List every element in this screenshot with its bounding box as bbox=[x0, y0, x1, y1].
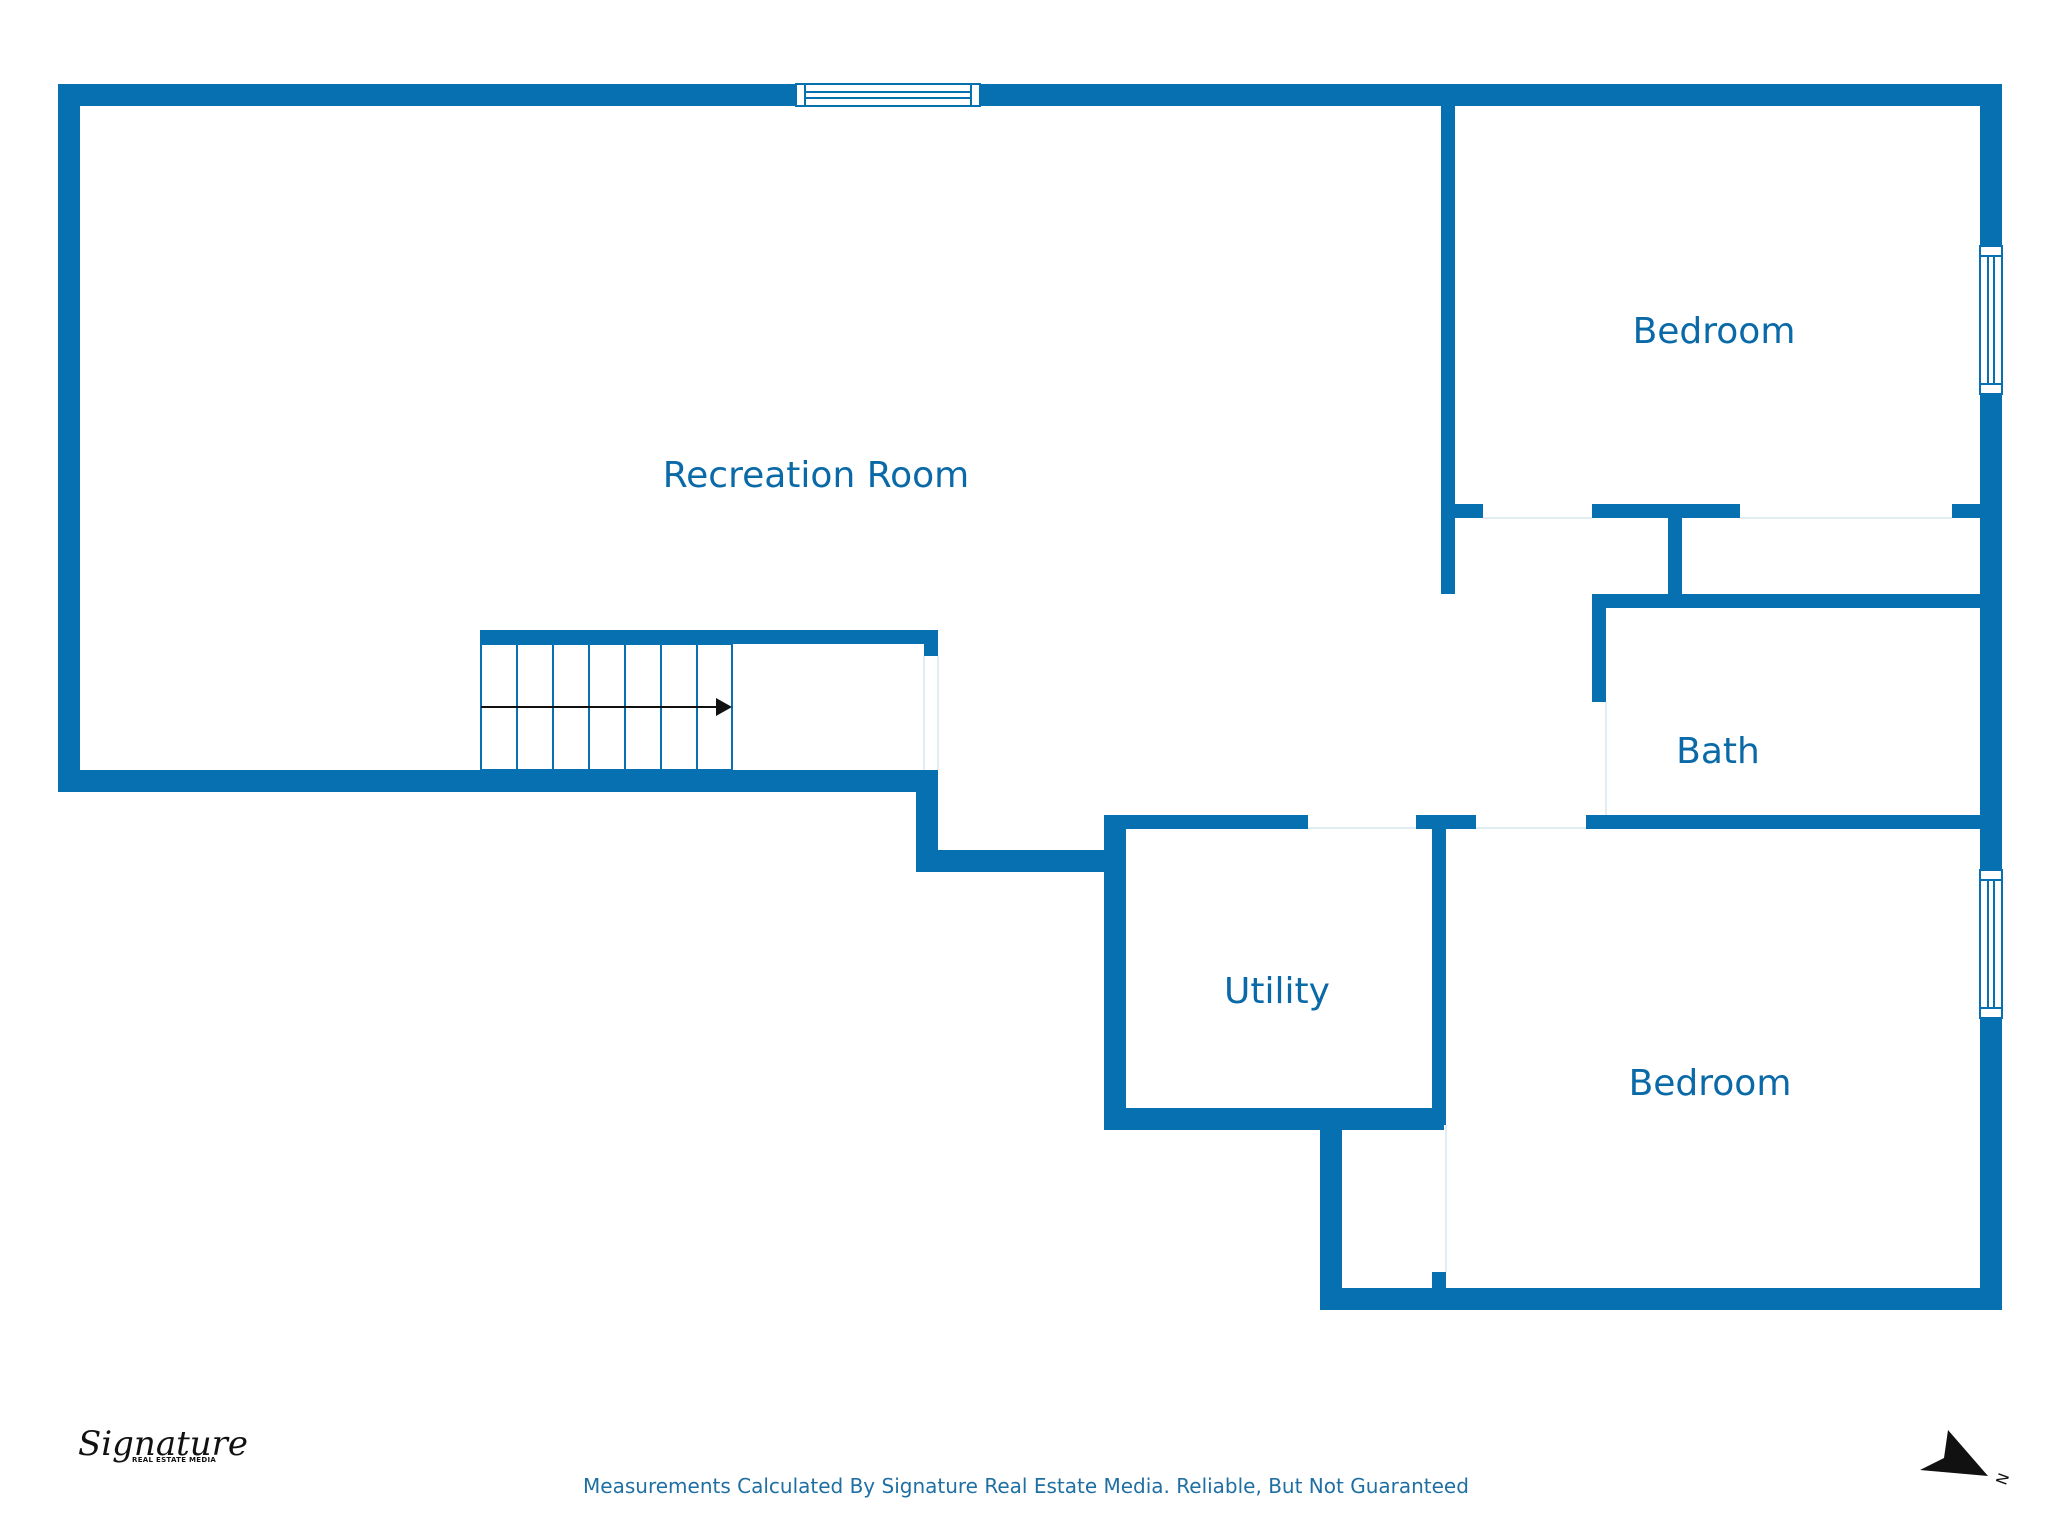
wall-utility-bottom bbox=[1104, 1108, 1444, 1130]
logo: Signature REAL ESTATE MEDIA bbox=[78, 1424, 248, 1464]
window-right-lower bbox=[1979, 869, 2003, 1019]
wall-bedroom-upper-bottom-a bbox=[1441, 504, 1483, 518]
label-bath: Bath bbox=[1676, 731, 1760, 772]
north-letter: N bbox=[1992, 1471, 2013, 1488]
wall-bedroom-upper-bottom-c bbox=[1952, 504, 2002, 518]
windows bbox=[795, 83, 2003, 1019]
label-utility: Utility bbox=[1224, 971, 1330, 1012]
label-bedroom-lower: Bedroom bbox=[1629, 1063, 1792, 1104]
wall-bedroom-upper-left bbox=[1441, 84, 1455, 594]
wall-bottom-right bbox=[1320, 1288, 2002, 1310]
wall-stair-top bbox=[480, 630, 938, 644]
wall-bath-left bbox=[1592, 594, 1606, 702]
label-recreation-room: Recreation Room bbox=[663, 455, 969, 496]
room-labels: Recreation Room Bedroom Bath Utility Bed… bbox=[663, 311, 1796, 1104]
wall-utility-right bbox=[1432, 815, 1446, 1125]
window-top bbox=[795, 83, 981, 107]
wall-step-horizontal bbox=[916, 850, 1126, 872]
wall-utility-left bbox=[1104, 815, 1126, 1130]
wall-left bbox=[58, 84, 80, 792]
wall-bath-top bbox=[1592, 594, 2002, 608]
staircase bbox=[480, 643, 733, 771]
wall-closet-left bbox=[1320, 1120, 1342, 1310]
wall-stair-right bbox=[924, 630, 938, 656]
walls bbox=[58, 84, 2002, 1310]
footer-disclaimer: Measurements Calculated By Signature Rea… bbox=[583, 1474, 1469, 1498]
wall-step-vertical bbox=[916, 770, 938, 872]
wall-bath-bottom bbox=[1586, 815, 2002, 829]
wall-bedroom-upper-bottom-b bbox=[1592, 504, 1740, 518]
wall-top bbox=[58, 84, 2002, 106]
wall-closet-divider bbox=[1668, 504, 1682, 604]
wall-recreation-bottom bbox=[58, 770, 938, 792]
window-right-upper bbox=[1979, 245, 2003, 395]
label-bedroom-upper: Bedroom bbox=[1633, 311, 1796, 352]
wall-utility-top-a bbox=[1104, 815, 1308, 829]
wall-closet-right bbox=[1432, 1272, 1446, 1310]
logo-subtitle: REAL ESTATE MEDIA bbox=[132, 1456, 216, 1464]
logo-script: Signature bbox=[78, 1424, 248, 1464]
north-arrow-icon: N bbox=[1920, 1430, 2013, 1487]
openings bbox=[923, 517, 1952, 1272]
stair-arrow-icon bbox=[716, 698, 732, 716]
